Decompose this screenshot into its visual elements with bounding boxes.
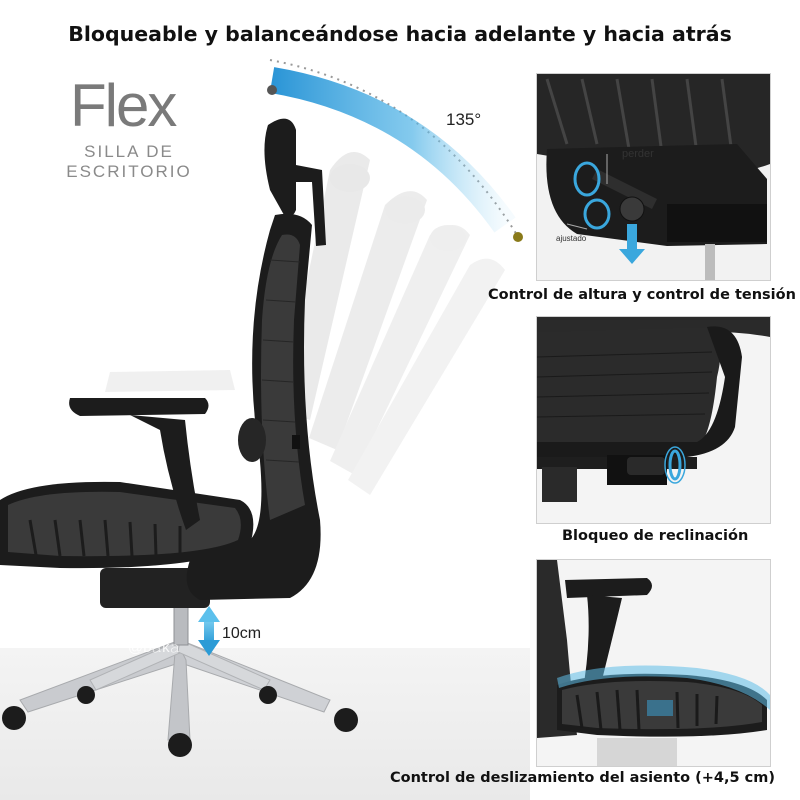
backrest bbox=[186, 213, 321, 600]
detail-panel-seat-slide bbox=[536, 559, 771, 767]
brand-subtitle-line-1: SILLA DE bbox=[84, 142, 174, 161]
arc-end-dot bbox=[513, 232, 523, 242]
panel-2-illustration bbox=[537, 317, 770, 523]
recline-angle-label: 135° bbox=[446, 110, 482, 129]
ghost-backrests bbox=[105, 152, 505, 495]
panel-3-illustration bbox=[537, 560, 770, 766]
adjust-label: ajustado bbox=[556, 234, 587, 243]
panel-2-caption: Bloqueo de reclinación bbox=[562, 528, 749, 544]
height-adjust-arrow bbox=[198, 606, 220, 656]
chair-base bbox=[2, 599, 358, 757]
brand-subtitle-line-2: ESCRITORIO bbox=[66, 162, 192, 181]
arc-start-dot bbox=[267, 85, 277, 95]
recline-lock-rotate-icon bbox=[664, 446, 686, 484]
brand-name: Flex bbox=[70, 72, 177, 139]
floor-shadow bbox=[0, 648, 530, 800]
panel-3-caption: Control de deslizamiento del asiento (+4… bbox=[390, 770, 775, 786]
headrest bbox=[264, 118, 326, 246]
panel-1-caption: Control de altura y control de tensión bbox=[488, 287, 796, 303]
page-headline: Bloqueable y balanceándose hacia adelant… bbox=[68, 22, 732, 46]
detail-panel-height-tension bbox=[536, 73, 771, 281]
armrest bbox=[69, 398, 209, 530]
watermark-text: @ᴅ𝚊ᴋ𝚊 bbox=[128, 639, 181, 656]
panel-1-illustration bbox=[537, 74, 770, 280]
tension-rotation-arrows-icon bbox=[573, 161, 611, 230]
seat-slide-highlight bbox=[557, 665, 770, 710]
lever-down-arrow-icon bbox=[619, 224, 645, 264]
recline-arc-blue bbox=[269, 67, 516, 233]
detail-panel-recline-lock bbox=[536, 316, 771, 524]
lock-label: perder bbox=[622, 148, 654, 160]
tension-knob bbox=[619, 196, 645, 222]
height-adjust-label: 10cm bbox=[222, 625, 262, 642]
main-chair-illustration bbox=[0, 59, 530, 800]
